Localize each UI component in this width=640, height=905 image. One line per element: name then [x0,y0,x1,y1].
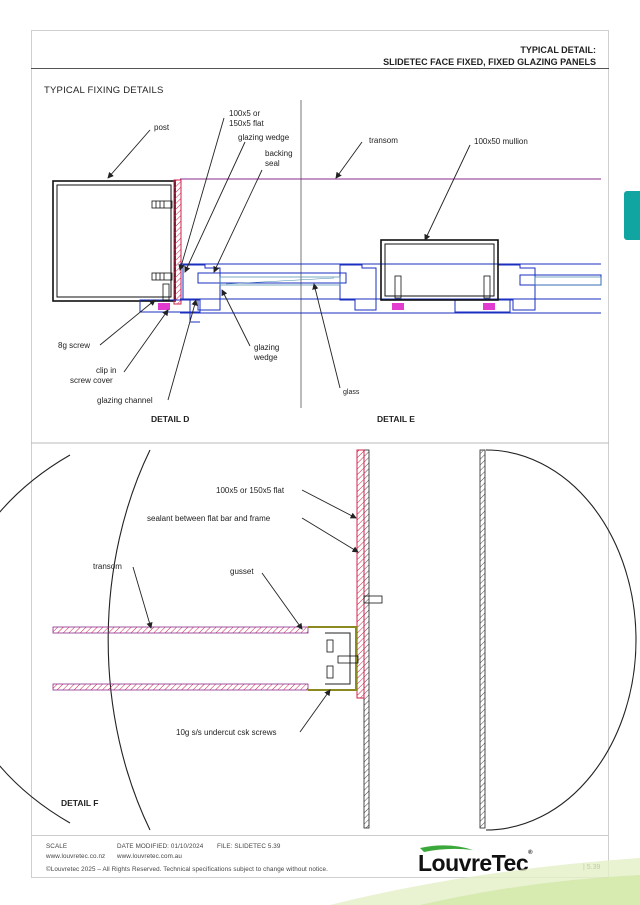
header-rule [31,68,609,69]
footer-web-au[interactable]: www.louvretec.com.au [117,853,182,860]
footer-file: FILE: SLIDETEC 5.39 [217,843,281,850]
label-clip-2: screw cover [70,376,113,385]
label-post: post [154,123,170,132]
header-line-2: SLIDETEC FACE FIXED, FIXED GLAZING PANEL… [383,57,596,67]
footer-date: DATE MODIFIED: 01/10/2024 [117,843,204,850]
logo-reg: ® [528,850,533,856]
header-line-1: TYPICAL DETAIL: [520,45,596,55]
footer-web-nz[interactable]: www.louvretec.co.nz [46,853,106,860]
label-flat-2: 150x5 flat [229,119,264,128]
label-transom: transom [369,136,398,145]
header-title: TYPICAL DETAIL: SLIDETEC FACE FIXED, FIX… [383,44,596,68]
footer-scale: SCALE [46,843,68,850]
section-tab [624,191,640,240]
label-f-flat: 100x5 or 150x5 flat [216,486,285,495]
label-f-sealant: sealant between flat bar and frame [147,514,271,523]
section-title: TYPICAL FIXING DETAILS [44,85,164,96]
label-wedge-bottom-2: wedge [254,353,278,362]
page-frame [31,30,609,878]
louvretec-logo: LouvreTec® [418,844,533,876]
detail-f-title: DETAIL F [61,798,99,808]
label-f-gusset: gusset [230,567,254,576]
label-glazing-channel: glazing channel [97,396,153,405]
label-backing-1: backing [265,149,293,158]
label-f-screws: 10g s/s undercut csk screws [176,728,277,737]
footer-rule [31,835,609,836]
logo-text: LouvreTec [418,850,529,876]
detail-d-title: DETAIL D [151,414,190,424]
label-glass: glass [343,389,360,396]
label-wedge-bottom-1: glazing [254,343,280,352]
footer-copyright: ©Louvretec 2025 – All Rights Reserved. T… [46,866,328,873]
page-number: | 5.39 [583,864,601,871]
label-f-transom: transom [93,562,122,571]
logo-leaf-icon [420,845,473,852]
label-mullion: 100x50 mullion [474,137,528,146]
label-backing-2: seal [265,159,280,168]
label-flat-1: 100x5 or [229,109,261,118]
label-glazing-wedge-top: glazing wedge [238,133,290,142]
label-clip-1: clip in [96,366,117,375]
label-screw: 8g screw [58,341,91,350]
detail-e-title: DETAIL E [377,414,415,424]
